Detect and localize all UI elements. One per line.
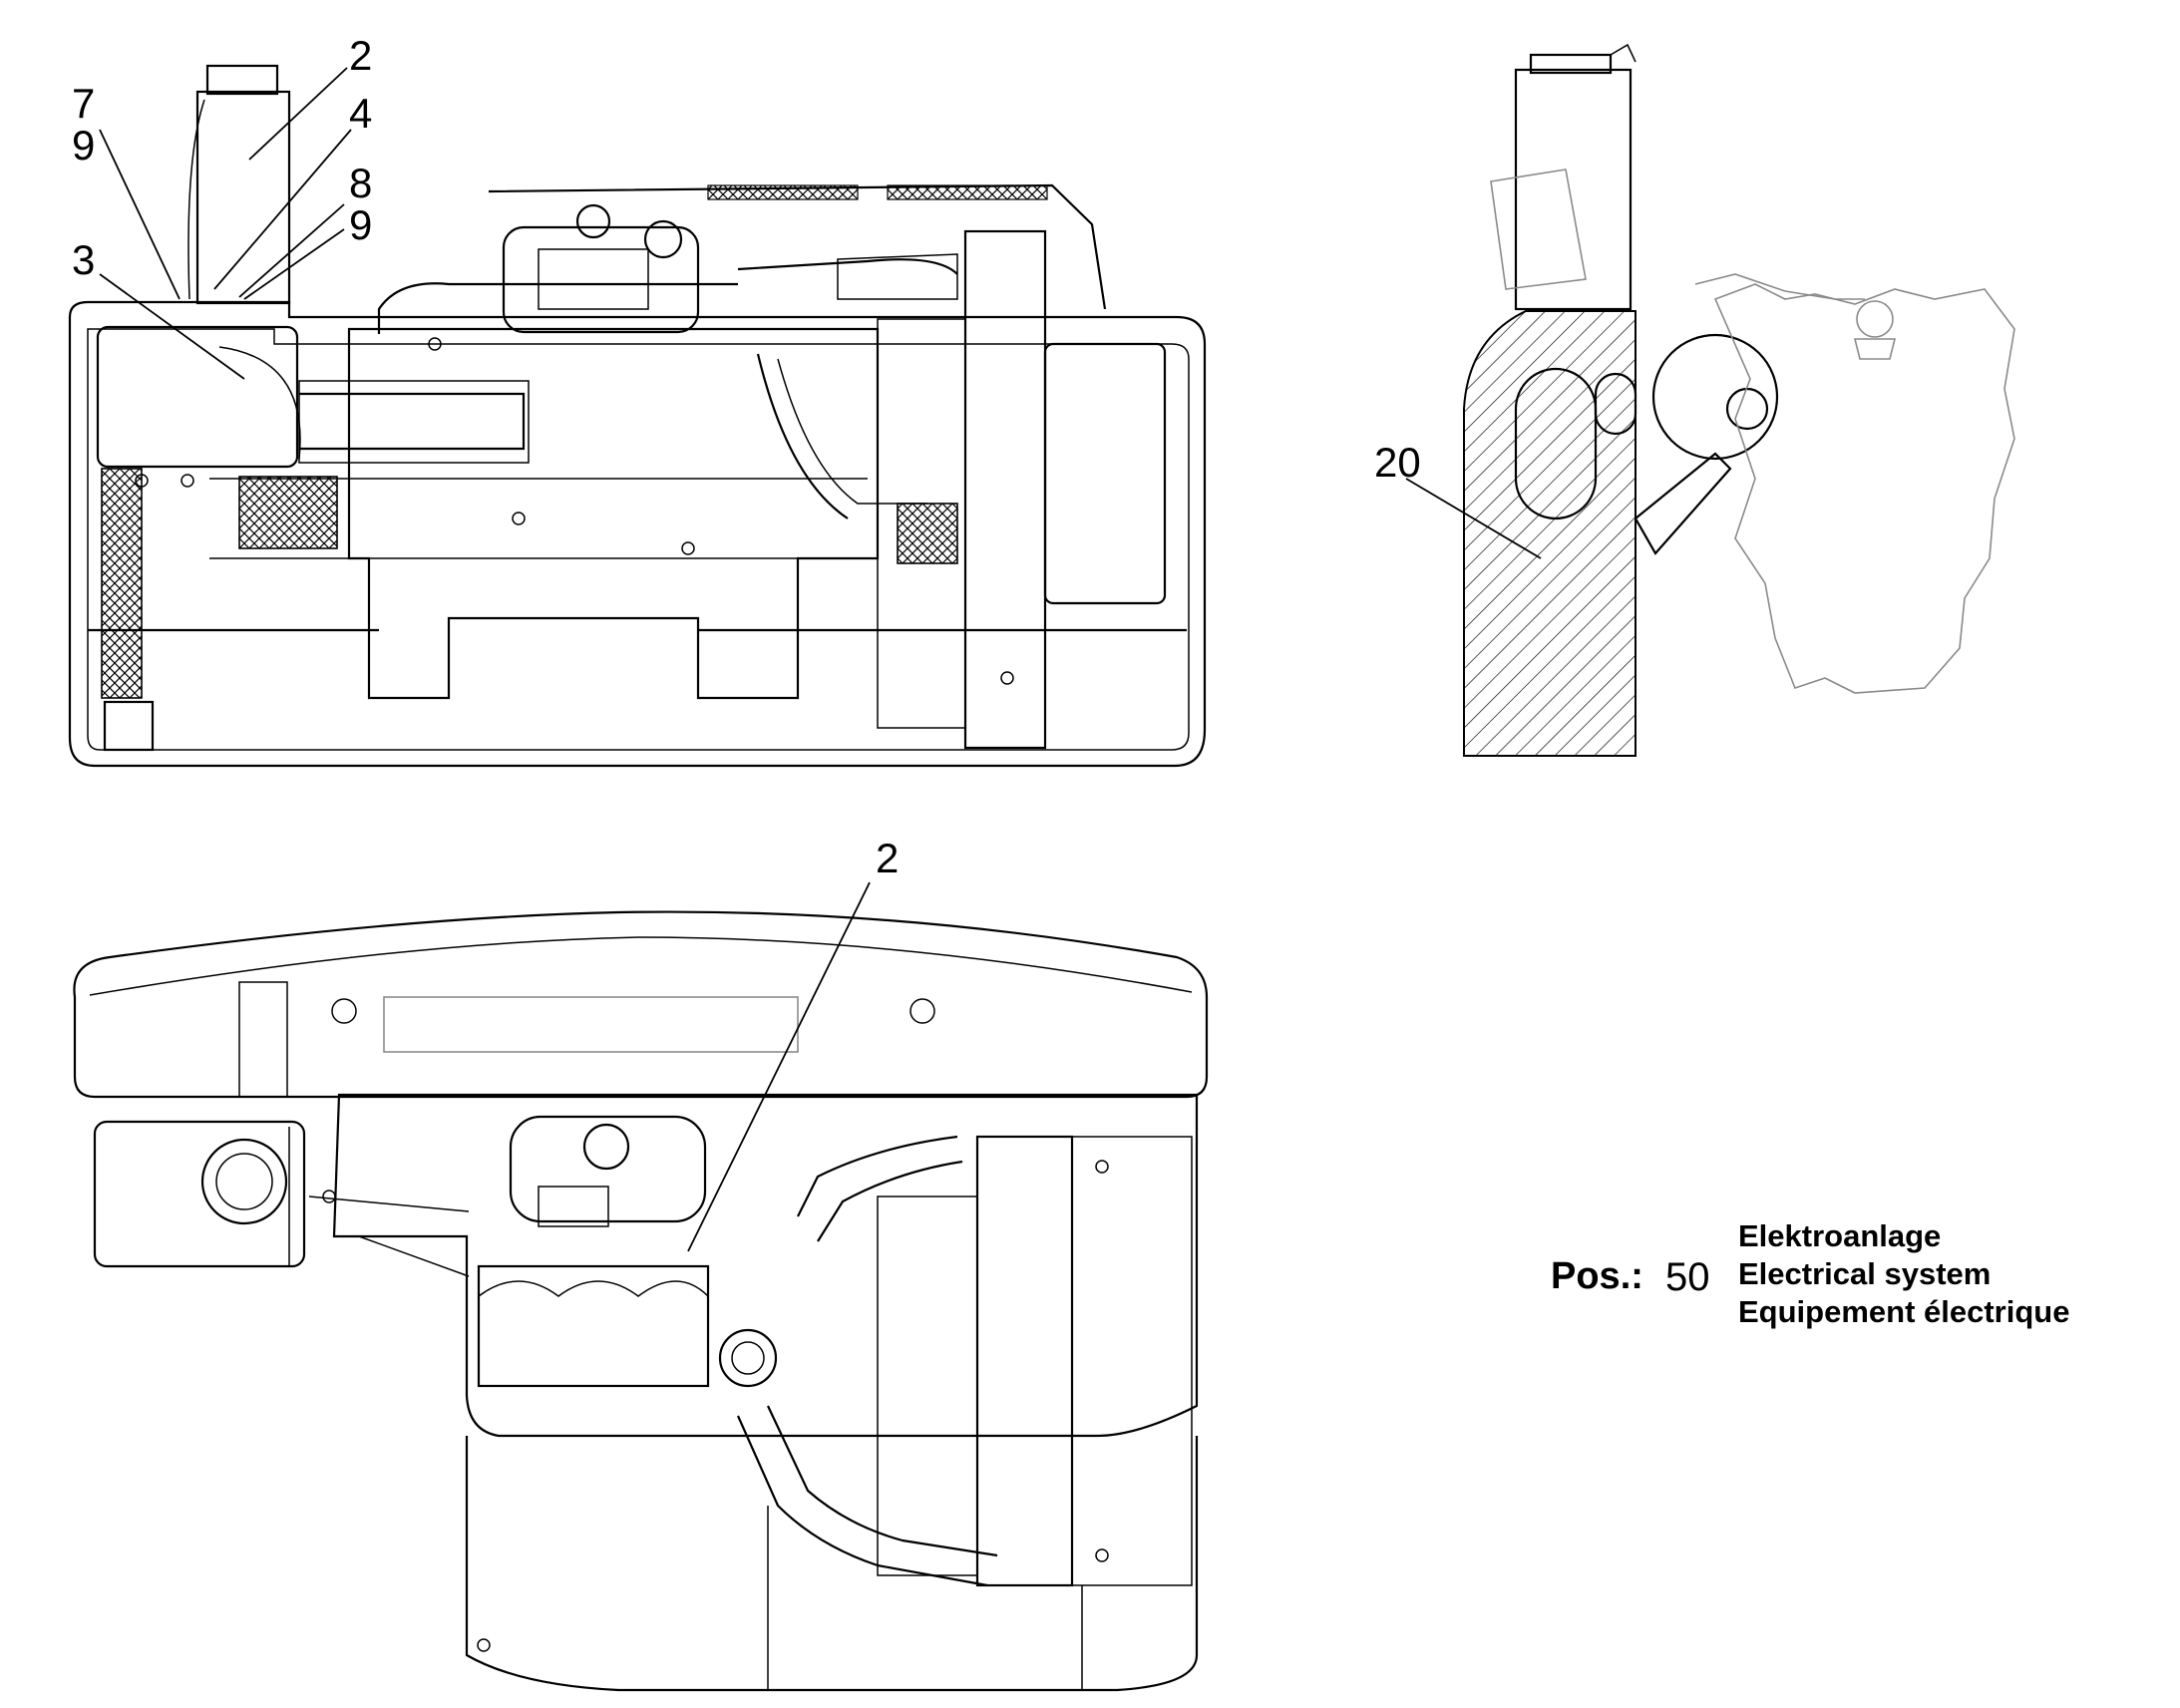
position-caption: Pos.: 50 Elektroanlage Electrical system… [1551, 1218, 2109, 1338]
callout-2-top: 2 [876, 835, 899, 881]
side-view [68, 64, 1207, 768]
callout-7: 7 [72, 80, 95, 127]
pos-label: Pos.: [1551, 1255, 1643, 1297]
callout-9-upper: 9 [72, 122, 95, 169]
caption-french: Equipement électrique [1738, 1294, 2070, 1329]
caption-german: Elektroanlage [1738, 1218, 1942, 1253]
caption-english: Electrical system [1738, 1256, 1992, 1291]
callout-20: 20 [1374, 439, 1421, 486]
top-view: 2 [73, 835, 1209, 1692]
callout-9-lower: 9 [349, 201, 372, 248]
pos-number: 50 [1665, 1255, 1710, 1299]
callout-3: 3 [72, 236, 95, 283]
front-view: 20 [1374, 43, 2015, 757]
callout-8: 8 [349, 160, 372, 206]
callout-4: 4 [349, 90, 372, 137]
callout-2-side: 2 [349, 32, 372, 79]
side-view-callouts: 2 4 7 9 8 9 3 [72, 32, 372, 380]
